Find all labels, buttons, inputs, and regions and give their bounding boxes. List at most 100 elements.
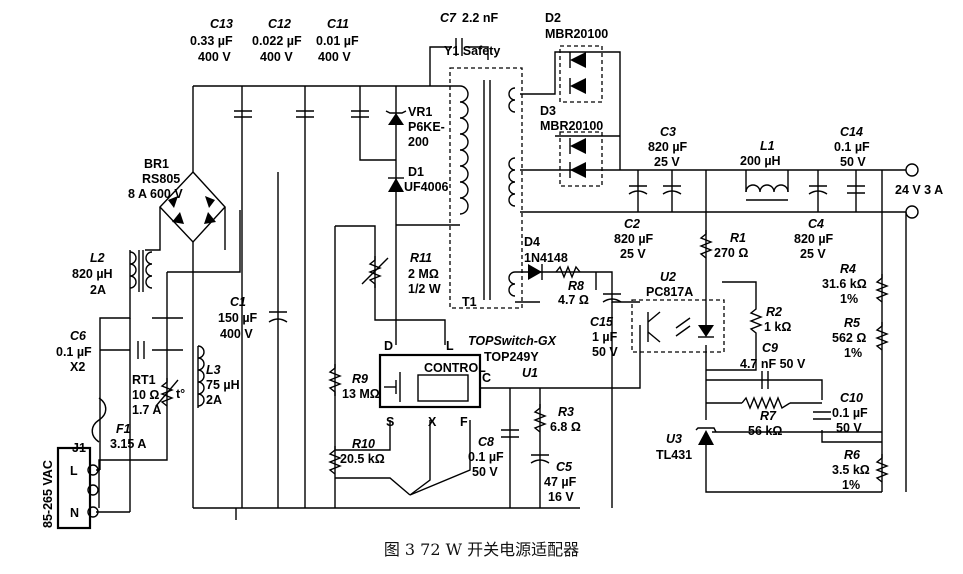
- R10-ref: R10: [352, 437, 375, 451]
- R1-value1: 270 Ω: [714, 246, 748, 260]
- BR1-value2: 8 A 600 V: [128, 187, 183, 201]
- C12-value2: 400 V: [260, 50, 293, 64]
- BR1-bridge-symbol: [159, 170, 226, 244]
- L2-ref: L2: [90, 251, 105, 265]
- C14-value1: 0.1 µF: [834, 140, 870, 154]
- C5-symbol: [530, 454, 550, 464]
- R6-value1: 3.5 kΩ: [832, 463, 870, 477]
- C2-value1: 820 µF: [614, 232, 654, 246]
- U1-control-label: CONTROL: [424, 361, 486, 375]
- R1-symbol: [699, 230, 713, 259]
- C8-value2: 50 V: [472, 465, 498, 479]
- L1-symbol: [745, 184, 789, 193]
- RT1-value2: 1.7 A: [132, 403, 161, 417]
- C8-symbol: [501, 429, 519, 438]
- R1-ref: R1: [730, 231, 746, 245]
- input-voltage-label: 85-265 VAC: [41, 460, 55, 528]
- D3-diode-a-icon: [570, 138, 586, 154]
- R11-symbol: [368, 256, 382, 288]
- C5-value2: 16 V: [548, 490, 574, 504]
- C1-symbol: [268, 311, 288, 323]
- D2-diode-a-icon: [570, 52, 586, 68]
- schematic: C13 0.33 µF 400 V C12 0.022 µF 400 V C11…: [41, 11, 943, 530]
- output-terminal-positive: [905, 163, 919, 177]
- C13-value2: 400 V: [198, 50, 231, 64]
- R2-value1: 1 kΩ: [764, 320, 791, 334]
- R7-ref: R7: [760, 409, 777, 423]
- C13-value1: 0.33 µF: [190, 34, 233, 48]
- R9-value1: 13 MΩ: [342, 387, 380, 401]
- C3-value2: 25 V: [654, 155, 680, 169]
- D2-value1: MBR20100: [545, 27, 608, 41]
- D3-box: [559, 131, 603, 187]
- D4-diode-icon: [528, 264, 542, 280]
- C4-value1: 820 µF: [794, 232, 834, 246]
- J1-ref: J1: [72, 441, 86, 455]
- output-label: 24 V 3 A: [895, 183, 943, 197]
- L1-ref: L1: [760, 139, 775, 153]
- U3-value1: TL431: [656, 448, 692, 462]
- L3-ref: L3: [206, 363, 221, 377]
- D2-diode-b-icon: [570, 78, 586, 94]
- U1-pin-X: X: [428, 415, 437, 429]
- C9-symbol: [761, 371, 769, 389]
- D2-ref: D2: [545, 11, 561, 25]
- R8-value1: 4.7 Ω: [558, 293, 589, 307]
- R5-symbol: [875, 322, 889, 351]
- J1-pin-L: L: [70, 464, 78, 478]
- D1-diode-icon: [388, 178, 404, 192]
- C7-value1: 2.2 nF: [462, 11, 498, 25]
- capacitor-symbols: [137, 38, 865, 464]
- C2-symbol: [628, 185, 648, 195]
- VR1-ref: VR1: [408, 105, 432, 119]
- F1-value1: 3.15 A: [110, 437, 146, 451]
- C6-ref: C6: [70, 329, 87, 343]
- C7-ref: C7: [440, 11, 457, 25]
- wires: [96, 46, 907, 513]
- D2-box: [559, 45, 603, 103]
- C11-ref: C11: [327, 17, 349, 31]
- C10-value1: 0.1 µF: [832, 406, 868, 420]
- C5-ref: C5: [556, 460, 573, 474]
- C6-value2: X2: [70, 360, 85, 374]
- C15-value1: 1 µF: [592, 330, 618, 344]
- output-terminal-negative: [905, 205, 919, 219]
- U1-ic-symbol: [378, 353, 482, 409]
- C1-value1: 150 µF: [218, 311, 258, 325]
- R11-wiper-icon: [361, 257, 389, 285]
- BR1-ref: BR1: [144, 157, 169, 171]
- RT1-mark: t°: [176, 387, 185, 401]
- C8-value1: 0.1 µF: [468, 450, 504, 464]
- C4-value2: 25 V: [800, 247, 826, 261]
- C11-symbol: [351, 110, 369, 118]
- U1-pin-S: S: [386, 415, 394, 429]
- D3-diode-b-icon: [570, 162, 586, 178]
- C13-ref: C13: [210, 17, 233, 31]
- D1-ref: D1: [408, 165, 424, 179]
- R6-value2: 1%: [842, 478, 860, 492]
- D3-ref: D3: [540, 104, 556, 118]
- RT1-thermistor-slash-icon: [155, 379, 179, 407]
- L2-symbol: [129, 251, 137, 289]
- C11-value2: 400 V: [318, 50, 351, 64]
- C1-ref: C1: [230, 295, 246, 309]
- C3-ref: C3: [660, 125, 676, 139]
- T1-transformer-symbol: [449, 67, 523, 309]
- R6-symbol: [875, 454, 889, 483]
- R11-value2: 1/2 W: [408, 282, 441, 296]
- U2-value1: PC817A: [646, 285, 693, 299]
- D4-ref: D4: [524, 235, 540, 249]
- R4-symbol: [875, 274, 889, 303]
- C14-value2: 50 V: [840, 155, 866, 169]
- U1-pin-F: F: [460, 415, 468, 429]
- C3-value1: 820 µF: [648, 140, 688, 154]
- U1-ref: U1: [522, 366, 538, 380]
- R5-value2: 1%: [844, 346, 862, 360]
- C15-value2: 50 V: [592, 345, 618, 359]
- C8-ref: C8: [478, 435, 494, 449]
- D1-value1: UF4006: [404, 180, 449, 194]
- R9-ref: R9: [352, 372, 368, 386]
- C1-value2: 400 V: [220, 327, 253, 341]
- C11-value1: 0.01 µF: [316, 34, 359, 48]
- L3-value1: 75 µH: [206, 378, 240, 392]
